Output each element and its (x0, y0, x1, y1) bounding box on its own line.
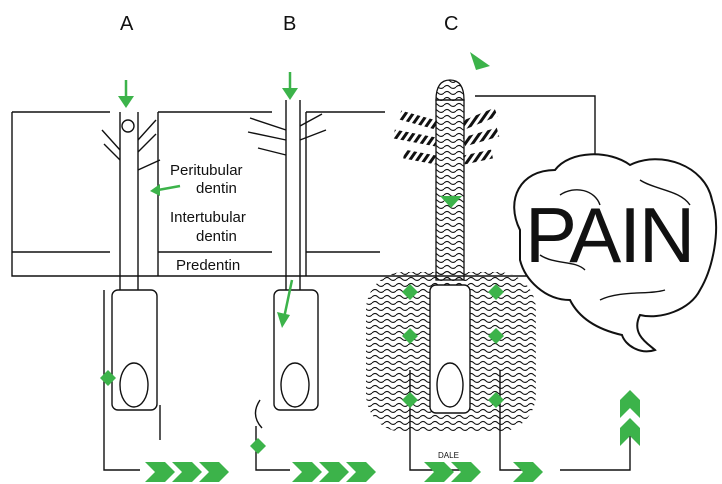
panel-label-a: A (120, 13, 134, 35)
odontoblast-b (248, 100, 326, 470)
panel-label-c: C (444, 13, 458, 35)
pain-label: PAIN (525, 191, 693, 279)
intertubular-label: Intertubular (170, 209, 246, 226)
peritubular-label: Peritubular (170, 162, 243, 179)
panel-label-b: B (283, 13, 296, 35)
signature-text: DALE (438, 451, 459, 460)
peritubular-label-2: dentin (196, 180, 237, 197)
predentin-label: Predentin (176, 257, 240, 274)
brain-outline: PAIN (514, 154, 716, 351)
intertubular-label-2: dentin (196, 228, 237, 245)
odontoblast-a (102, 112, 160, 470)
